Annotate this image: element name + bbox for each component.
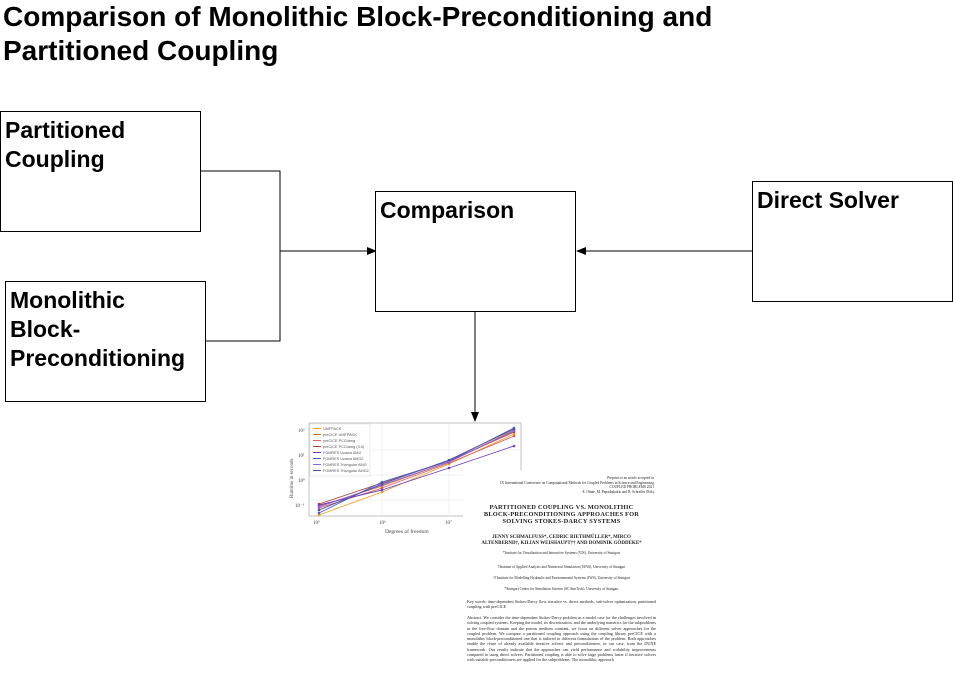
paper-title: SOLVING STOKES-DARCY SYSTEMS (502, 518, 621, 525)
paper-meta: COUPLED PROBLEMS 2021 (609, 485, 654, 489)
plot-point (447, 458, 451, 462)
paper-authors: ALTENBERND†, KILIAN WEISHAUPT†† AND DOMI… (481, 541, 642, 546)
node-label: Comparison (380, 197, 515, 223)
plot-ylabel: Runtime in seconds (290, 459, 295, 498)
node-label: Direct Solver (757, 187, 899, 213)
node-label: Partitioned Coupling (5, 117, 126, 172)
plot-legend-label: FGMRES Uzawa AMG (323, 451, 361, 455)
paper-authors: JENNY SCHMALFUSS*, CEDRIC RIETHMÜLLER*, … (492, 535, 631, 540)
plot-ytick: 10⁻¹ (295, 503, 305, 509)
node-partitioned-coupling[interactable]: Partitioned Coupling (0, 111, 201, 232)
plot-xtick: 10⁶ (379, 520, 386, 526)
paper-title: BLOCK-PRECONDITIONING APPROACHES FOR (483, 511, 640, 518)
plot-point (317, 513, 321, 517)
plot-series-line (318, 433, 515, 516)
plot-point (317, 508, 321, 512)
node-comparison[interactable]: Comparison (375, 191, 576, 312)
paper-title: PARTITIONED COUPLING VS. MONOLITHIC (489, 504, 634, 511)
plot-point (380, 480, 384, 484)
paper-affiliation: *Stuttgart Center for Simulation Science… (504, 587, 619, 591)
plot-point (512, 444, 516, 448)
plot-point (380, 490, 384, 494)
plot-point (512, 432, 516, 436)
plot-legend-label: preCICE PCG/amg (323, 439, 355, 443)
plot-point (447, 466, 451, 470)
plot-point (512, 429, 516, 433)
plot-xlabel: Degrees of freedom (385, 528, 429, 535)
plot-legend-label: FGMRES Triangular AMG2 (323, 469, 369, 473)
plot-ytick: 10¹ (298, 453, 305, 459)
plot-xtick: 10⁵ (313, 520, 320, 526)
paper-affiliation: †Institute of Applied Analysis and Numer… (497, 565, 626, 569)
plot-legend-label: preCICE PCG/amg (3.0) (323, 445, 365, 449)
plot-point (317, 503, 321, 507)
paper-meta: E. Oñate, M. Papadrakakis and B. Schrefl… (582, 489, 654, 494)
paper-affiliation: *Institute for Visualization and Interac… (503, 551, 620, 555)
plot-series-line (318, 428, 515, 511)
edge-monolithic-to-comparison (205, 251, 281, 342)
plot-point (512, 434, 516, 438)
plot-legend-label: preCICE UMFPACK (323, 433, 357, 437)
plot-ytick: 10² (298, 428, 305, 434)
paper-meta: IX International Conference on Computati… (500, 480, 654, 485)
paper-meta: Preprint of an article accepted in (607, 476, 654, 480)
edge-partitioned-to-comparison (200, 170, 377, 255)
plot-point (380, 486, 384, 490)
plot-point (317, 505, 321, 509)
paper-keywords: Key words: time-dependent Stokes-Darcy f… (467, 599, 656, 610)
plot-series-line (318, 430, 515, 508)
node-monolithic-block-preconditioning[interactable]: Monolithic Block-Preconditioning (5, 281, 206, 402)
plot-point (317, 511, 321, 515)
plot-point (447, 460, 451, 464)
plot-legend-label: FGMRES Uzawa AMG2 (323, 457, 364, 461)
plot-point (512, 427, 516, 431)
plot-legend-label: UMFPACK (323, 427, 342, 431)
plot-ytick: 10⁰ (298, 478, 305, 484)
node-label: Monolithic Block-Preconditioning (10, 287, 186, 371)
plot-legend-label: FGMRES Triangular AMG (323, 463, 367, 467)
plot-point (380, 482, 384, 486)
plot-xtick: 10⁷ (445, 520, 452, 526)
node-direct-solver[interactable]: Direct Solver (752, 181, 953, 302)
paper-abstract: Abstract. We consider the time-dependent… (467, 615, 656, 663)
paper-affiliation: ††Institute for Modelling Hydraulic and … (493, 576, 630, 580)
plot-point (380, 488, 384, 492)
paper-thumbnail: Preprint of an article accepted in IX In… (463, 470, 660, 682)
diagram-title: Comparison of Monolithic Block-Precondit… (3, 1, 713, 66)
